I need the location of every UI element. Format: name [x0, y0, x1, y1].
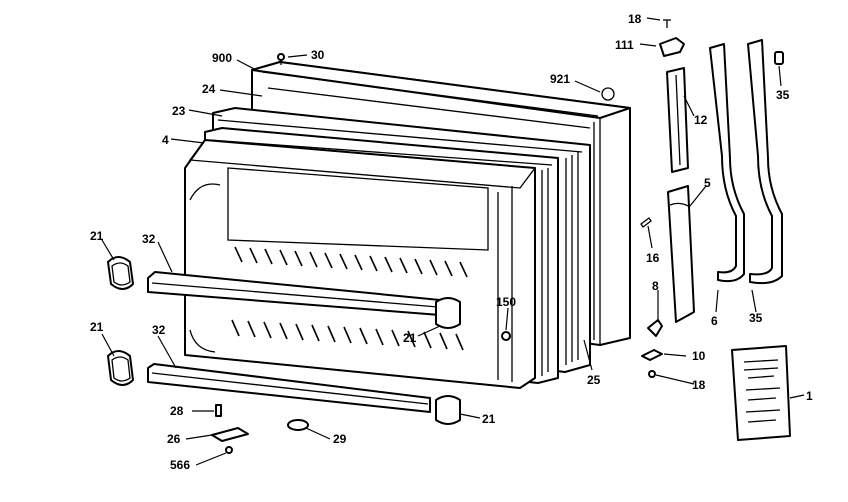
callout-32: 32 [152, 323, 166, 337]
shelf-end-cap [435, 395, 461, 425]
callout-900: 900 [212, 51, 232, 65]
bumper-29 [287, 419, 309, 431]
shelf-end-cap [107, 350, 134, 386]
shelf-end-cap [435, 297, 461, 329]
callout-6: 6 [711, 314, 718, 328]
callout-921: 921 [550, 72, 570, 86]
screw-566 [225, 446, 233, 454]
shelf-end-cap [107, 256, 134, 290]
shelf-bar-lower [147, 363, 431, 413]
callout-21: 21 [403, 331, 417, 345]
plate-26 [211, 427, 249, 442]
bracket-5 [667, 185, 695, 323]
lower-shelf-ribs [231, 319, 464, 351]
callout-35: 35 [749, 311, 763, 325]
callout-29: 29 [333, 432, 347, 446]
handle-35 [747, 39, 783, 285]
callout-8: 8 [652, 279, 659, 293]
screw-18-top [663, 19, 671, 28]
callout-21: 21 [482, 412, 496, 426]
cap-35 [774, 51, 784, 65]
callout-25: 25 [587, 373, 601, 387]
callout-16: 16 [646, 251, 660, 265]
handle-6 [709, 43, 745, 283]
callout-111: 111 [615, 38, 634, 52]
callout-35: 35 [776, 88, 790, 102]
callout-12: 12 [694, 113, 708, 127]
leader-lines [101, 17, 805, 466]
callout-1: 1 [806, 389, 813, 403]
callout-26: 26 [167, 432, 181, 446]
callout-5: 5 [704, 176, 711, 190]
callout-18: 18 [692, 378, 706, 392]
screw-30 [277, 53, 285, 65]
plug-150 [501, 331, 511, 341]
callout-labels: 18 111 900 30 921 35 24 12 23 4 5 21 32 … [90, 12, 813, 472]
callout-4: 4 [162, 133, 169, 147]
screw-18-bottom [648, 370, 656, 378]
upper-shelf-ribs [234, 246, 468, 278]
screw-16 [640, 217, 652, 228]
callout-23: 23 [172, 104, 186, 118]
hinge-bracket-111 [659, 37, 685, 57]
door-liner [184, 139, 537, 389]
callout-28: 28 [170, 404, 184, 418]
callout-24: 24 [202, 82, 216, 96]
callout-150: 150 [496, 295, 516, 309]
hinge-pin-10 [641, 349, 663, 361]
callout-566: 566 [170, 458, 190, 472]
callout-21: 21 [90, 229, 104, 243]
pin-28 [215, 404, 222, 417]
manual-1 [731, 345, 791, 441]
callout-32: 32 [142, 232, 156, 246]
clip-8 [647, 319, 663, 337]
callout-30: 30 [311, 48, 325, 62]
callout-10: 10 [692, 349, 706, 363]
hinge-12 [666, 67, 689, 173]
callout-21: 21 [90, 320, 104, 334]
callout-18: 18 [628, 12, 642, 26]
